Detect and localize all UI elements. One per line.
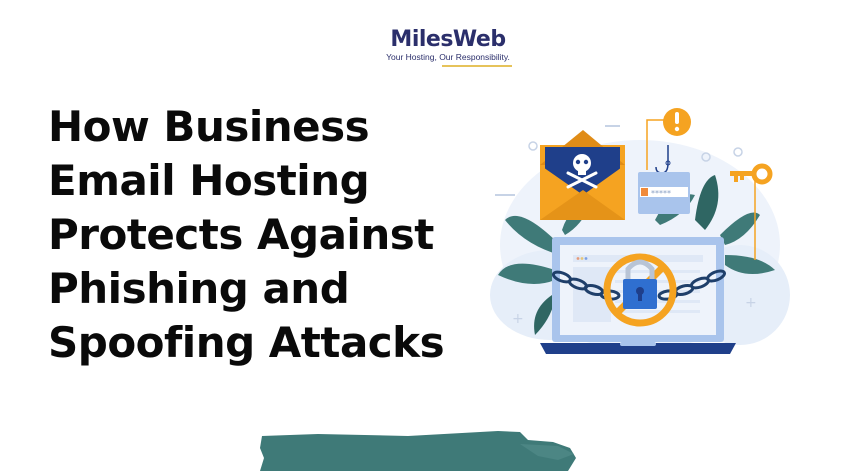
page-title: How Business Email Hosting Protects Agai… (48, 100, 508, 370)
password-field-icon: ***** (638, 172, 690, 214)
title-line: How Business (48, 102, 370, 151)
title-line: Protects Against (48, 210, 434, 259)
warning-icon (646, 108, 691, 170)
logo-name: MilesWeb (390, 27, 506, 52)
key-icon (730, 163, 773, 260)
svg-text:+: + (745, 295, 757, 311)
logo-tagline: Your Hosting, Our Responsibility. (386, 52, 510, 62)
title-line: Phishing and (48, 264, 350, 313)
brush-stroke-decoration (258, 428, 578, 471)
security-illustration: + + (490, 95, 790, 365)
padlock-icon (623, 259, 657, 309)
envelope-skull-icon (540, 130, 625, 220)
title-line: Spoofing Attacks (48, 318, 445, 367)
svg-text:+: + (512, 311, 524, 327)
password-mask: ***** (651, 189, 671, 198)
brand-logo: MilesWeb Your Hosting, Our Responsibilit… (382, 28, 514, 67)
logo-underline (442, 65, 512, 67)
title-line: Email Hosting (48, 156, 370, 205)
